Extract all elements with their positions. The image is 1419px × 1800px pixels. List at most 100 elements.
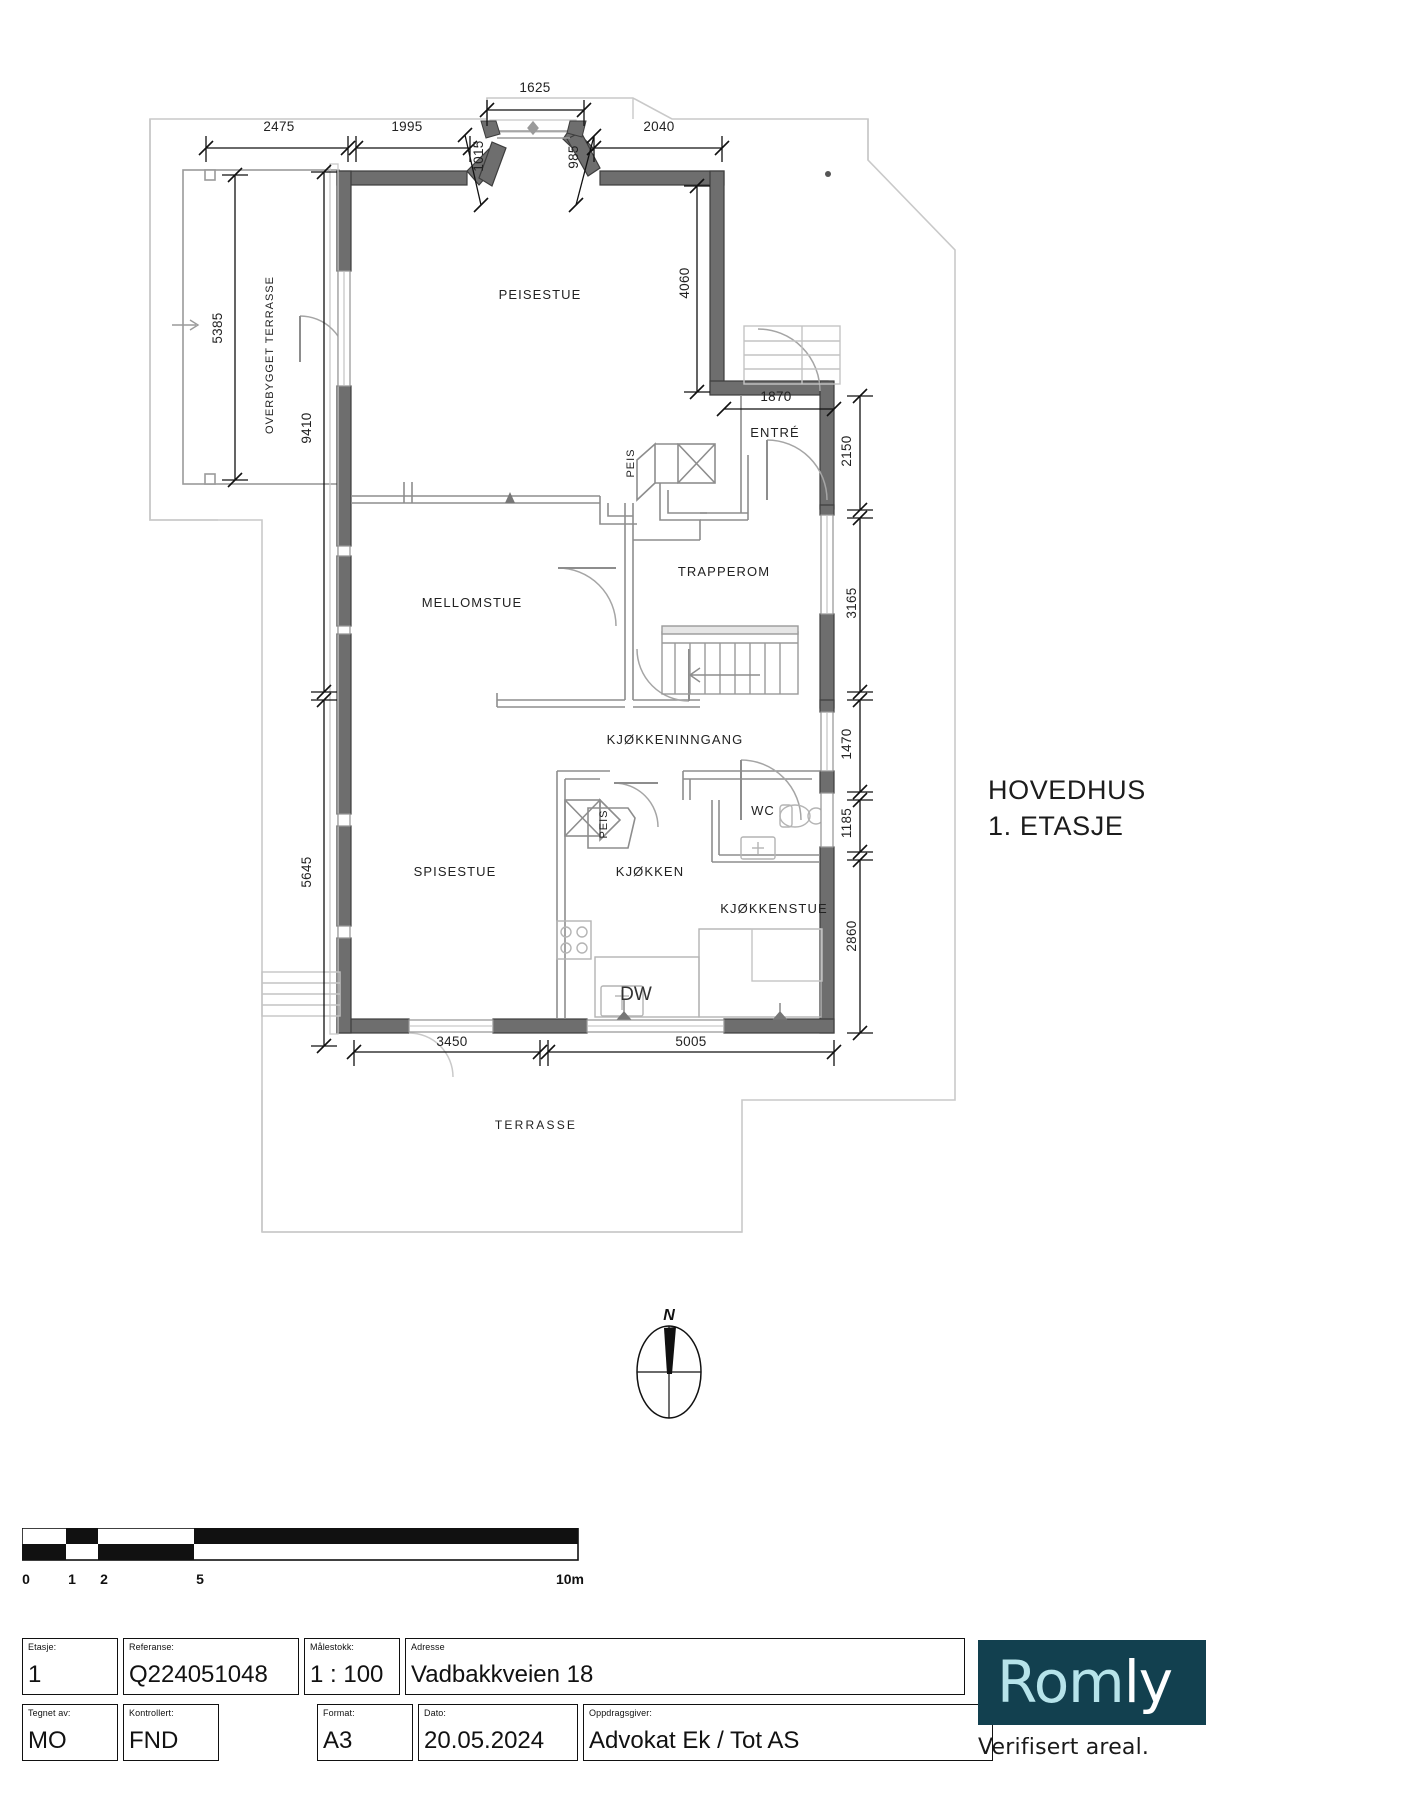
room-label-layer: PEISESTUE OVERBYGGET TERRASSE ENTRÉ TRAPPER… bbox=[264, 276, 827, 1132]
field-value: Q224051048 bbox=[129, 1661, 268, 1688]
room-label-peisestue-0: PEISESTUE bbox=[499, 287, 582, 302]
room-label-peis-12: PEIS bbox=[598, 809, 610, 838]
field-caption: Kontrollert: bbox=[129, 1708, 174, 1718]
field-value: 20.05.2024 bbox=[424, 1727, 545, 1754]
site-boundary-extra bbox=[262, 98, 869, 1233]
dimension-right-0: 4060 bbox=[677, 267, 692, 298]
dimension-bottom-1: 5005 bbox=[675, 1034, 706, 1049]
field-value: Advokat Ek / Tot AS bbox=[589, 1727, 800, 1754]
scale-tick-2: 2 bbox=[100, 1571, 108, 1587]
exterior-stairs-top bbox=[743, 325, 841, 385]
dimension-left-0: 5385 bbox=[210, 312, 225, 343]
scale-tick-0: 0 bbox=[22, 1571, 30, 1587]
field-value: A3 bbox=[323, 1727, 353, 1754]
dimension-left-1: 9410 bbox=[299, 412, 314, 443]
field-value: MO bbox=[28, 1727, 67, 1754]
dimension-right-4: 1470 bbox=[839, 728, 854, 759]
room-label-trapperom-3: TRAPPEROM bbox=[678, 564, 770, 579]
drawing-title-line2: 1. ETASJE bbox=[988, 811, 1124, 841]
logo-part1: Rom bbox=[997, 1648, 1125, 1716]
logo-wordmark: Romly bbox=[997, 1648, 1173, 1716]
dimension-top-5: 985 bbox=[566, 145, 581, 168]
field-value: 1 : 100 bbox=[310, 1661, 384, 1688]
dimension-left-2: 5645 bbox=[299, 856, 314, 887]
terrace-entry-arrow bbox=[172, 319, 200, 331]
company-logo: Romly Verifisert areal. bbox=[978, 1640, 1208, 1760]
field-caption: Adresse bbox=[411, 1642, 445, 1652]
room-label-overbygget-terrasse-1: OVERBYGGET TERRASSE bbox=[264, 276, 276, 434]
field-caption: Referanse: bbox=[129, 1642, 175, 1652]
dimension-right-5: 1185 bbox=[839, 808, 854, 838]
dimension-top-0: 1625 bbox=[519, 80, 550, 95]
room-label-peis-11: PEIS bbox=[625, 448, 637, 477]
exterior-walls bbox=[336, 125, 835, 1034]
field-caption: Oppdragsgiver: bbox=[589, 1708, 652, 1718]
drawing-title: HOVEDHUS 1. ETASJE bbox=[988, 772, 1146, 844]
drawing-title-line1: HOVEDHUS bbox=[988, 775, 1146, 805]
title-block-field-format: Format: A3 bbox=[317, 1704, 413, 1761]
title-block-field-oppdragsgiver: Oppdragsgiver: Advokat Ek / Tot AS bbox=[583, 1704, 993, 1761]
room-label-entr--2: ENTRÉ bbox=[750, 425, 800, 440]
title-block-spacer bbox=[224, 1704, 312, 1761]
dimension-right-1: 1870 bbox=[760, 389, 791, 404]
dimension-bottom-0: 3450 bbox=[436, 1034, 467, 1049]
dimension-top-4: 1015 bbox=[471, 140, 486, 171]
compass-north-label: N bbox=[663, 1307, 675, 1324]
compass-needle bbox=[664, 1327, 676, 1374]
title-block-field-referanse: Referanse: Q224051048 bbox=[123, 1638, 299, 1695]
field-value: FND bbox=[129, 1727, 179, 1754]
kitchen-fireplace-alcove bbox=[587, 807, 636, 849]
title-block-field-tegnet-av: Tegnet av: MO bbox=[22, 1704, 118, 1761]
logo-tagline: Verifisert areal. bbox=[978, 1735, 1150, 1760]
stove-burners bbox=[556, 920, 592, 960]
interior-walls bbox=[351, 395, 820, 1019]
field-caption: Etasje: bbox=[28, 1642, 57, 1652]
title-block-row-2: Tegnet av: MO Kontrollert: FND Format: A3 Dato… bbox=[22, 1704, 998, 1761]
wall-outline-thin bbox=[329, 119, 577, 1035]
field-caption: Tegnet av: bbox=[28, 1708, 71, 1718]
site-point bbox=[825, 171, 831, 177]
dimension-right-6: 2860 bbox=[844, 920, 859, 951]
title-block-field-kontrollert: Kontrollert: FND bbox=[123, 1704, 219, 1761]
room-label-kj-kken-8: KJØKKEN bbox=[616, 864, 684, 879]
window-center-lines bbox=[343, 271, 828, 1027]
dimension-right-3: 3165 bbox=[844, 587, 859, 618]
north-compass: N bbox=[636, 1307, 702, 1419]
title-block-field-m-lestokk: Målestokk: 1 : 100 bbox=[304, 1638, 400, 1695]
field-value: Vadbakkveien 18 bbox=[411, 1661, 594, 1688]
scale-bar: 0 1 2 5 10m bbox=[22, 1528, 602, 1590]
field-caption: Format: bbox=[323, 1708, 355, 1718]
room-label-wc-6: WC bbox=[751, 803, 775, 818]
dimension-top-3: 2040 bbox=[643, 119, 674, 134]
scale-tick-layer: 0 1 2 5 10m bbox=[22, 1571, 584, 1587]
covered-terrace-outline bbox=[182, 169, 340, 485]
room-label-mellomstue-4: MELLOMSTUE bbox=[422, 595, 523, 610]
bay-window-glazing bbox=[497, 120, 570, 139]
dimension-top-2: 1995 bbox=[391, 119, 422, 134]
title-block-field-dato: Dato: 20.05.2024 bbox=[418, 1704, 578, 1761]
field-caption: Målestokk: bbox=[310, 1642, 355, 1652]
room-label-kj-kkenstue-9: KJØKKENSTUE bbox=[720, 901, 827, 916]
room-label-kj-kkeninngang-5: KJØKKENINNGANG bbox=[607, 732, 744, 747]
title-block-row-1: Etasje: 1 Referanse: Q224051048 Målestokk: 1 … bbox=[22, 1638, 998, 1695]
bay-window-corner-posts bbox=[480, 120, 587, 139]
dimension-right-2: 2150 bbox=[839, 435, 854, 466]
window-arrows bbox=[616, 1000, 788, 1020]
scale-bar-graphic bbox=[22, 1528, 579, 1561]
logo-box: Romly bbox=[978, 1640, 1206, 1725]
scale-tick-1: 1 bbox=[68, 1571, 76, 1587]
exterior-stairs-bottom bbox=[261, 971, 341, 1017]
title-block-field-etasje: Etasje: 1 bbox=[22, 1638, 118, 1695]
scale-tick-3: 5 bbox=[196, 1571, 204, 1587]
field-value: 1 bbox=[28, 1661, 42, 1688]
field-caption: Dato: bbox=[424, 1708, 447, 1718]
staircase bbox=[661, 625, 799, 695]
appliance-label-dw: DW bbox=[620, 984, 652, 1005]
site-boundary bbox=[149, 97, 956, 1233]
door-swings bbox=[299, 315, 828, 1078]
kitchen-island bbox=[751, 928, 823, 982]
scale-tick-4: 10m bbox=[556, 1571, 584, 1587]
